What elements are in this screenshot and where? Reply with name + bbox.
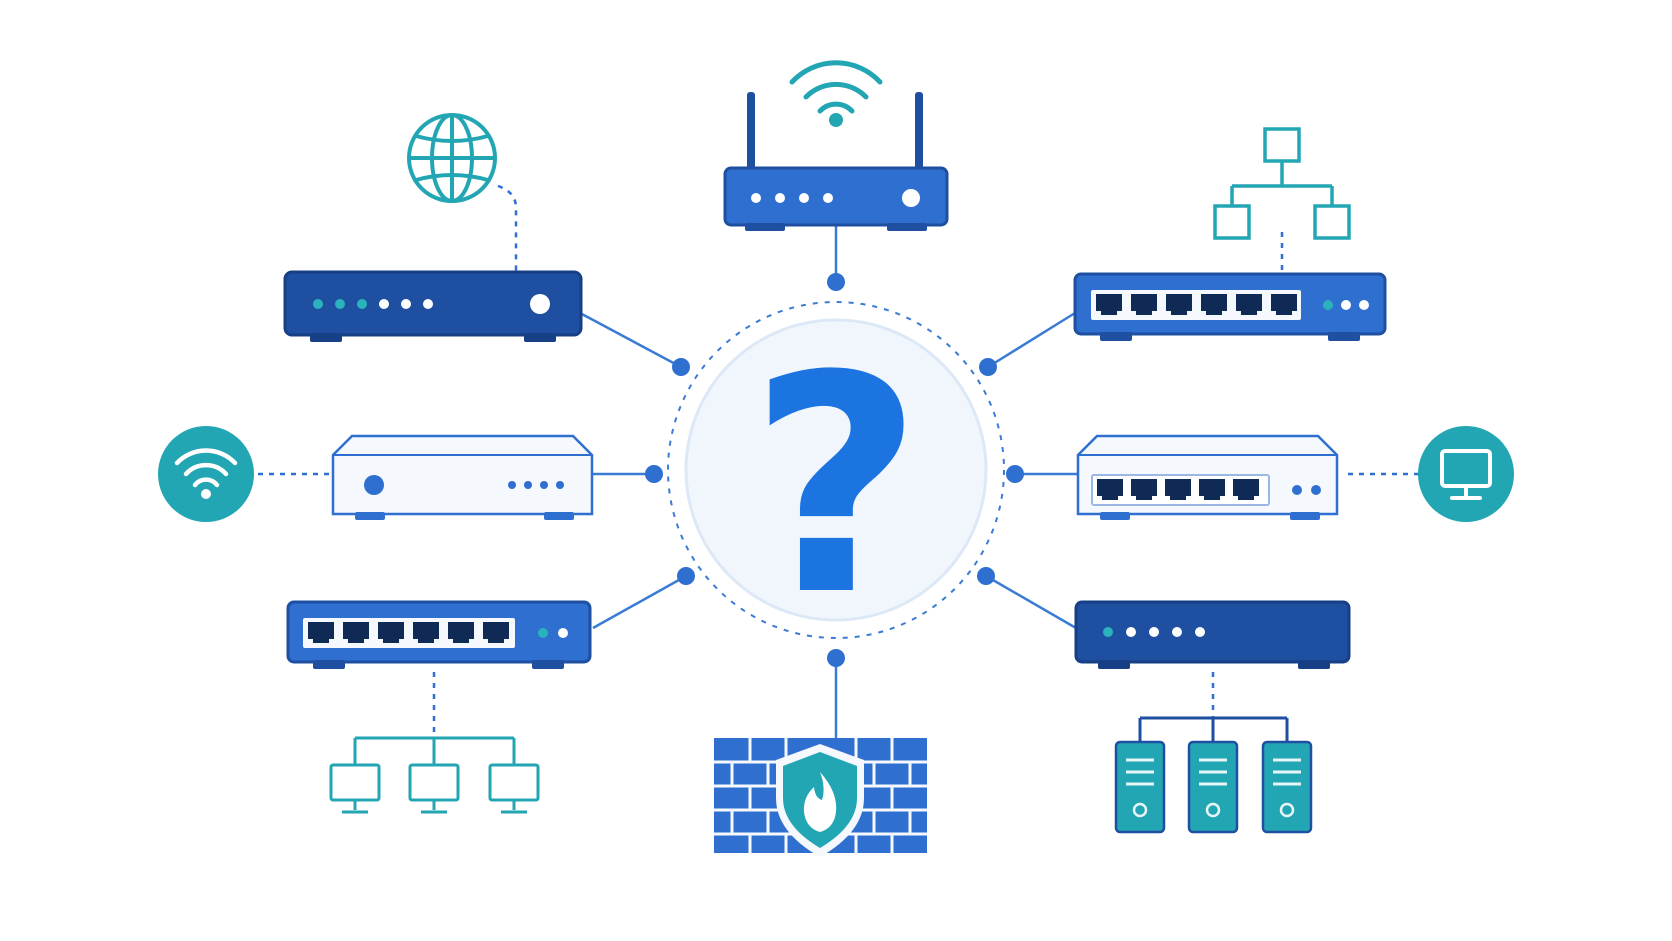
globe-icon — [407, 113, 497, 203]
servers-icon — [1114, 716, 1313, 834]
wifi-signal-icon — [789, 60, 883, 114]
lan-switch — [286, 600, 592, 814]
connections — [579, 226, 1078, 738]
access-point — [158, 426, 594, 522]
router-antenna-right — [915, 92, 923, 172]
modem-leds — [313, 299, 433, 309]
unmanaged-switch-ports — [1097, 479, 1259, 500]
access-point-body — [331, 434, 594, 516]
router-antenna-left — [747, 92, 755, 172]
access-point-leds — [508, 481, 564, 489]
node-left — [645, 465, 663, 483]
junction-nodes — [645, 273, 1024, 667]
managed-switch-port-panel — [1091, 290, 1301, 320]
center-hub: ? — [667, 301, 1005, 661]
node-top-right — [979, 358, 997, 376]
server-gateway — [1074, 600, 1351, 834]
node-bottom-left — [677, 567, 695, 585]
modem — [283, 113, 583, 342]
connector-top-right — [987, 311, 1076, 369]
unmanaged-switch — [1076, 426, 1514, 522]
node-top — [827, 273, 845, 291]
node-bottom-right — [977, 567, 995, 585]
router-body — [723, 166, 949, 227]
modem-power-button — [530, 294, 550, 314]
wifi-badge-icon — [158, 426, 254, 522]
lan-switch-ports — [308, 622, 509, 643]
globe-link — [497, 184, 518, 272]
question-mark-icon: ? — [749, 312, 923, 661]
monitor-badge-icon — [1418, 426, 1514, 522]
gateway-body — [1074, 600, 1351, 664]
node-bottom — [827, 649, 845, 667]
gateway-leds — [1103, 627, 1205, 637]
managed-switch — [1073, 127, 1387, 341]
wifi-signal-dot — [829, 113, 843, 127]
computers-icon — [329, 736, 540, 814]
router-leds — [751, 193, 833, 203]
connector-bottom-left — [592, 574, 687, 630]
connector-top-left — [579, 311, 682, 369]
managed-switch-ports — [1096, 294, 1297, 315]
node-top-left — [672, 358, 690, 376]
access-point-button — [364, 475, 384, 495]
node-right — [1006, 465, 1024, 483]
firewall — [714, 738, 927, 857]
peripheral-links — [258, 184, 1420, 738]
connector-bottom-right — [985, 574, 1077, 630]
router-power-button — [902, 189, 920, 207]
modem-body — [283, 270, 583, 337]
wireless-router — [723, 60, 949, 231]
hierarchy-icon — [1213, 127, 1351, 240]
flame-icon — [803, 772, 837, 832]
